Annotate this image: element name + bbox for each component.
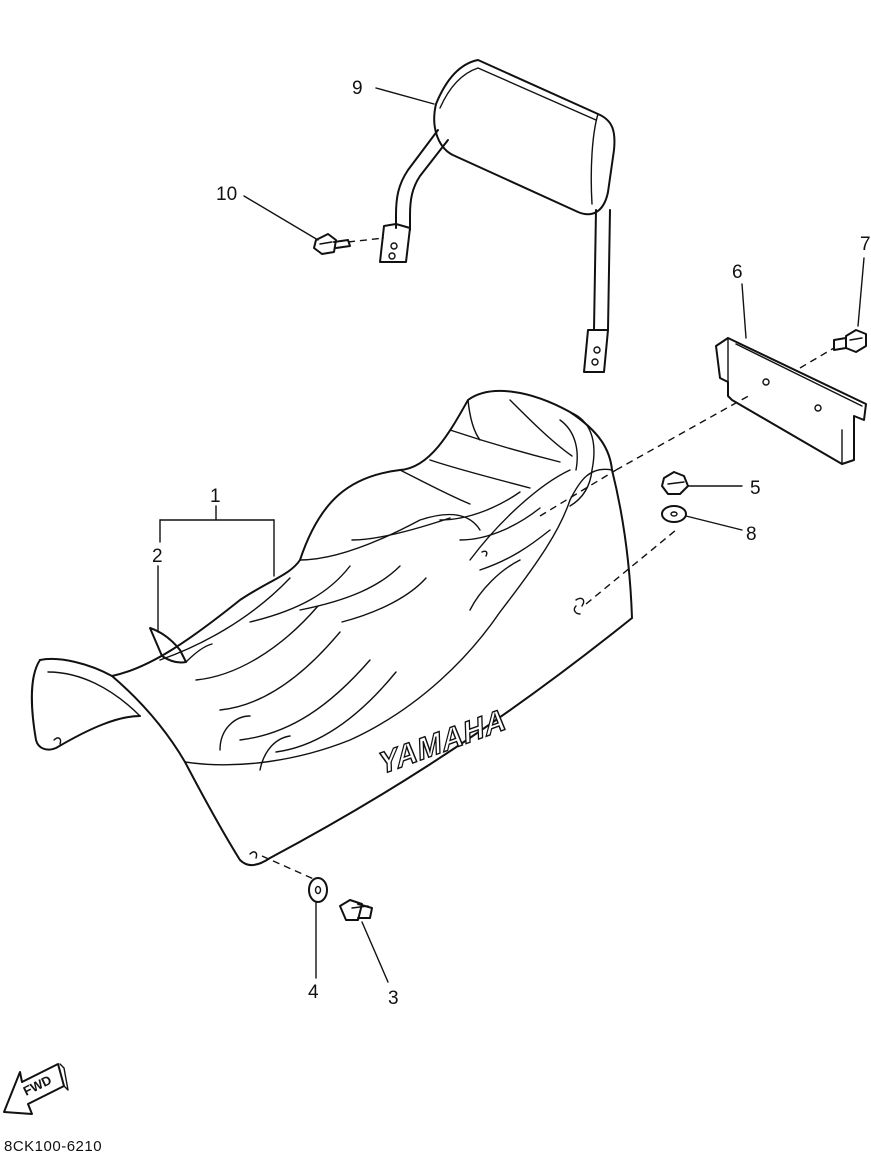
- callout-label-5: 5: [750, 478, 761, 499]
- callout-label-10: 10: [216, 184, 237, 205]
- washer-4: [308, 877, 328, 903]
- fwd-arrow-icon: FWD: [3, 1063, 69, 1115]
- nut-5: [661, 471, 689, 495]
- washer-8: [661, 505, 687, 523]
- backrest-assembly: [379, 59, 616, 373]
- callout-label-3: 3: [388, 988, 399, 1009]
- diagram-code: 8CK100-6210: [4, 1138, 103, 1155]
- callout-label-7: 7: [860, 234, 871, 255]
- bolt-10: [313, 233, 351, 255]
- seat-plate-bracket: [715, 337, 867, 465]
- callout-label-4: 4: [308, 982, 319, 1003]
- callout-label-1: 1: [210, 486, 221, 507]
- bolt-3: [339, 899, 373, 921]
- seat-assembly: YAMAHA: [30, 389, 633, 866]
- callout-label-8: 8: [746, 524, 757, 545]
- callout-labels: 1 2 3 4 5 6 7 8 9 10: [152, 78, 871, 1009]
- bolt-7: [833, 329, 867, 353]
- callout-label-9: 9: [352, 78, 363, 99]
- fwd-label: FWD: [21, 1072, 54, 1098]
- callout-label-6: 6: [732, 262, 743, 283]
- leader-lines: [157, 87, 865, 983]
- callout-label-2: 2: [152, 546, 163, 567]
